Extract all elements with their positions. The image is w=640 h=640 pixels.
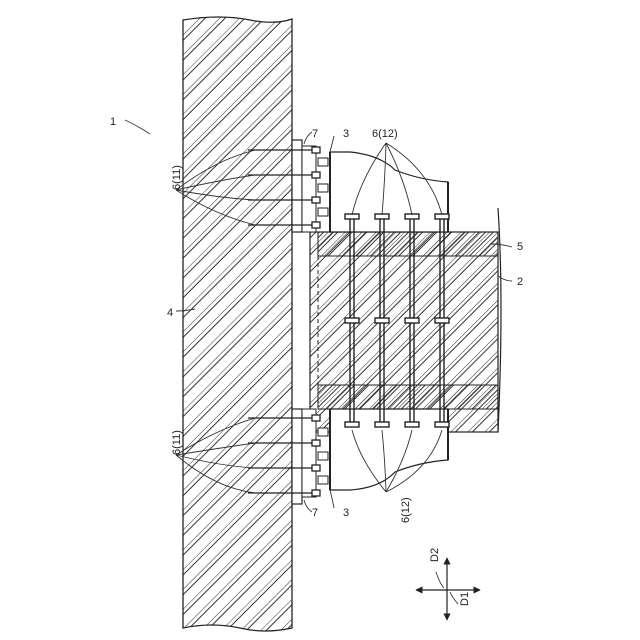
plate-top xyxy=(292,140,316,232)
label-plate-bottom: 7 xyxy=(312,507,318,519)
bracket-bottom xyxy=(330,409,448,490)
label-fasteners-right-bottom: 6(12) xyxy=(400,497,412,523)
label-assembly: 1 xyxy=(110,116,116,128)
label-dir-vertical: D2 xyxy=(429,548,441,562)
label-beam: 2 xyxy=(517,276,523,288)
direction-indicator xyxy=(416,558,480,620)
label-plate-top: 7 xyxy=(312,128,318,140)
label-fasteners-right-top: 6(12) xyxy=(372,128,398,140)
label-layer: 5 xyxy=(517,241,523,253)
label-wall: 4 xyxy=(167,307,173,319)
label-bracket-top: 3 xyxy=(343,128,349,140)
label-bracket-bottom: 3 xyxy=(343,507,349,519)
wall xyxy=(183,17,292,631)
label-fasteners-left-top: 6(11) xyxy=(171,165,183,190)
bracket-top xyxy=(330,152,448,232)
label-dir-horizontal: D1 xyxy=(459,592,471,606)
label-fasteners-left-bottom: 6(11) xyxy=(171,430,183,455)
